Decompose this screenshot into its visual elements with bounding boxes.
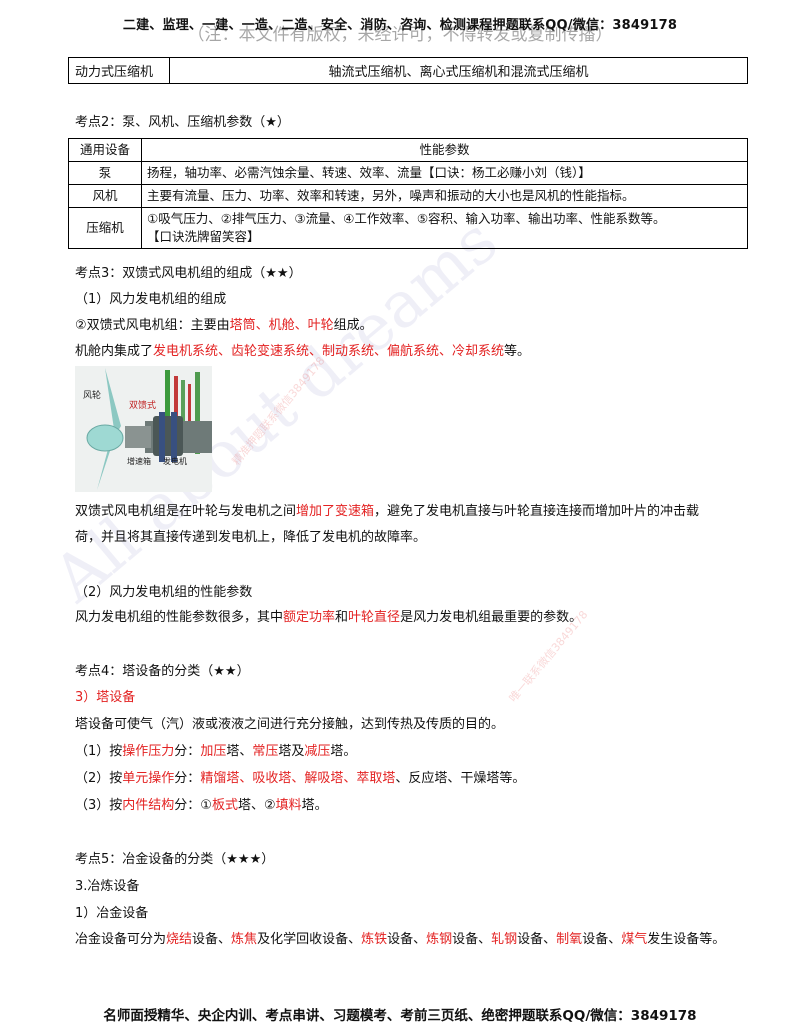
highlight-span: 加压: [200, 744, 227, 759]
point5-para: 冶金设备可分为烧结设备、炼焦及化学回收设备、炼铁设备、炼钢设备、轧钢设备、制氧设…: [75, 928, 725, 947]
equipment-params-table: 通用设备 性能参数 泵 扬程，轴功率、必需汽蚀余量、转速、效率、流量【口诀：杨工…: [68, 138, 748, 249]
highlight-span: 炼钢: [426, 932, 453, 947]
table-row: 压缩机 ①吸气压力、②排气压力、③流量、④工作效率、⑤容积、输入功率、输出功率、…: [68, 207, 748, 249]
text-span: 塔。: [330, 744, 357, 759]
diagram-label-gearbox: 增速箱: [127, 456, 151, 466]
text-span: 是风力发电机组最重要的参数。: [400, 610, 583, 625]
point5-sub2: 1）冶金设备: [75, 906, 149, 921]
compressor-mnemonic: 【口诀洗牌留笑容】: [147, 229, 260, 244]
text-span: 设备、: [192, 932, 232, 947]
text-span: 设备、: [517, 932, 557, 947]
diagram-label-rotor: 风轮: [83, 389, 101, 401]
row-text-fan: 主要有流量、压力、功率、效率和转速，另外，噪声和振动的大小也是风机的性能指标。: [141, 184, 748, 208]
highlight-span: 炼铁: [361, 932, 388, 947]
row-text-pump: 扬程，轴功率、必需汽蚀余量、转速、效率、流量【口诀：杨工必赚小刘（钱）】: [141, 161, 748, 185]
highlight-span: 叶轮直径: [348, 610, 401, 625]
wind-turbine-diagram: 风轮 双馈式 增速箱 发电机: [75, 366, 212, 492]
highlight-span: 烧结: [166, 932, 193, 947]
text-span: 等。: [504, 344, 531, 359]
point4-item3: （3）按内件结构分：①板式塔、②填料塔。: [75, 794, 328, 813]
text-span: 双馈式风电机组是在叶轮与发电机之间: [75, 504, 297, 519]
highlight-span: 煤气: [621, 932, 648, 947]
text-span: 设备、: [452, 932, 492, 947]
table-header-row: 通用设备 性能参数: [68, 138, 748, 162]
text-span: 发生设备等。: [647, 932, 726, 947]
text-span: 和: [335, 610, 349, 625]
text-span: 机舱内集成了: [75, 344, 154, 359]
table-cell-label: 动力式压缩机: [68, 57, 170, 84]
point4-intro: 塔设备可使气（汽）液或液液之间进行充分接触，达到传热及传质的目的。: [75, 717, 505, 732]
text-span: 分：: [174, 771, 201, 786]
text-span: 设备、: [387, 932, 427, 947]
highlight-span: 板式: [211, 798, 238, 813]
point3-sub1: （1）风力发电机组的组成: [75, 292, 227, 307]
text-span: 设备、: [582, 932, 622, 947]
point4-item2: （2）按单元操作分：精馏塔、吸收塔、解吸塔、萃取塔、反应塔、干燥塔等。: [75, 767, 525, 786]
text-span: （1）按: [75, 744, 123, 759]
text-span: 组成。: [333, 318, 373, 333]
table-header-equipment: 通用设备: [68, 138, 142, 162]
point5-sub1: 3.冶炼设备: [75, 879, 140, 894]
point4-title: 考点4：塔设备的分类（★★）: [75, 664, 250, 679]
highlight-span: 炼焦: [231, 932, 258, 947]
footer-contact: 名师面授精华、央企内训、考点串讲、习题模考、考前三页纸、绝密押题联系QQ/微信：…: [103, 1008, 697, 1024]
text-span: 、反应塔、干燥塔等。: [395, 771, 526, 786]
text-span: （3）按: [75, 798, 123, 813]
highlight-span: 发电机系统、齿轮变速系统、制动系统、偏航系统、冷却系统: [153, 344, 505, 359]
point3-line2: ②双馈式风电机组：主要由塔筒、机舱、叶轮组成。: [75, 314, 373, 333]
highlight-span: 制氧: [556, 932, 583, 947]
highlight-span: 精馏塔、吸收塔、解吸塔、萃取塔: [200, 771, 396, 786]
diagram-label-type: 双馈式: [129, 399, 156, 411]
highlight-span: 额定功率: [283, 610, 336, 625]
point3-para1-line2: 荷，并且将其直接传递到发电机上，降低了发电机的故障率。: [75, 530, 427, 545]
text-span: ②双馈式风电机组：主要由: [75, 318, 230, 333]
highlight-span: 填料: [275, 798, 302, 813]
text-span: 塔、②: [237, 798, 276, 813]
text-span: （2）按: [75, 771, 123, 786]
point4-heading: 3）塔设备: [75, 690, 136, 705]
point5-title: 考点5：冶金设备的分类（★★★）: [75, 852, 275, 867]
point2-title: 考点2：泵、风机、压缩机参数（★）: [75, 115, 290, 130]
point3-title: 考点3：双馈式风电机组的组成（★★）: [75, 266, 302, 281]
text-span: 风力发电机组的性能参数很多，其中: [75, 610, 284, 625]
text-span: 及化学回收设备、: [257, 932, 362, 947]
copyright-notice: （注：本文件有版权，未经许可，不得转发或复制传播）: [187, 25, 613, 45]
text-span: 塔。: [301, 798, 328, 813]
text-span: 冶金设备可分为: [75, 932, 167, 947]
text-span: 塔及: [278, 744, 305, 759]
table-row: 风机 主要有流量、压力、功率、效率和转速，另外，噪声和振动的大小也是风机的性能指…: [68, 184, 748, 208]
text-span: 分：: [174, 744, 201, 759]
text-span: 塔、: [226, 744, 253, 759]
table-row: 泵 扬程，轴功率、必需汽蚀余量、转速、效率、流量【口诀：杨工必赚小刘（钱）】: [68, 161, 748, 185]
point4-item1: （1）按操作压力分：加压塔、常压塔及减压塔。: [75, 740, 356, 759]
highlight-span: 减压: [304, 744, 331, 759]
point3-para2: 风力发电机组的性能参数很多，其中额定功率和叶轮直径是风力发电机组最重要的参数。: [75, 606, 582, 625]
highlight-span: 操作压力: [122, 744, 175, 759]
highlight-span: 单元操作: [122, 771, 175, 786]
row-name-pump: 泵: [68, 161, 142, 185]
highlight-span: 轧钢: [491, 932, 518, 947]
highlight-span: 常压: [252, 744, 279, 759]
header-contact: 二建、监理、一建、一造、二造、安全、消防、咨询、检测课程押题联系QQ/微信：38…: [122, 18, 678, 33]
point3-line3: 机舱内集成了发电机系统、齿轮变速系统、制动系统、偏航系统、冷却系统等。: [75, 340, 530, 359]
compressor-table: 动力式压缩机 轴流式压缩机、离心式压缩机和混流式压缩机: [68, 57, 748, 84]
highlight-span: 塔筒、机舱、叶轮: [229, 318, 334, 333]
point3-para1-line1: 双馈式风电机组是在叶轮与发电机之间增加了变速箱，避免了发电机直接与叶轮直接连接而…: [75, 500, 699, 519]
compressor-params: ①吸气压力、②排气压力、③流量、④工作效率、⑤容积、输入功率、输出功率、性能系数…: [147, 211, 666, 226]
row-name-compressor: 压缩机: [68, 207, 142, 249]
table-header-params: 性能参数: [141, 138, 748, 162]
table-cell-value: 轴流式压缩机、离心式压缩机和混流式压缩机: [169, 57, 748, 84]
row-text-compressor: ①吸气压力、②排气压力、③流量、④工作效率、⑤容积、输入功率、输出功率、性能系数…: [141, 207, 748, 249]
diagram-label-generator: 发电机: [163, 456, 187, 466]
text-span: 分：①: [174, 798, 212, 813]
point3-sub2: （2）风力发电机组的性能参数: [75, 585, 253, 600]
highlight-span: 增加了变速箱: [296, 504, 375, 519]
row-name-fan: 风机: [68, 184, 142, 208]
highlight-span: 内件结构: [122, 798, 175, 813]
text-span: ，避免了发电机直接与叶轮直接连接而增加叶片的冲击载: [374, 504, 700, 519]
